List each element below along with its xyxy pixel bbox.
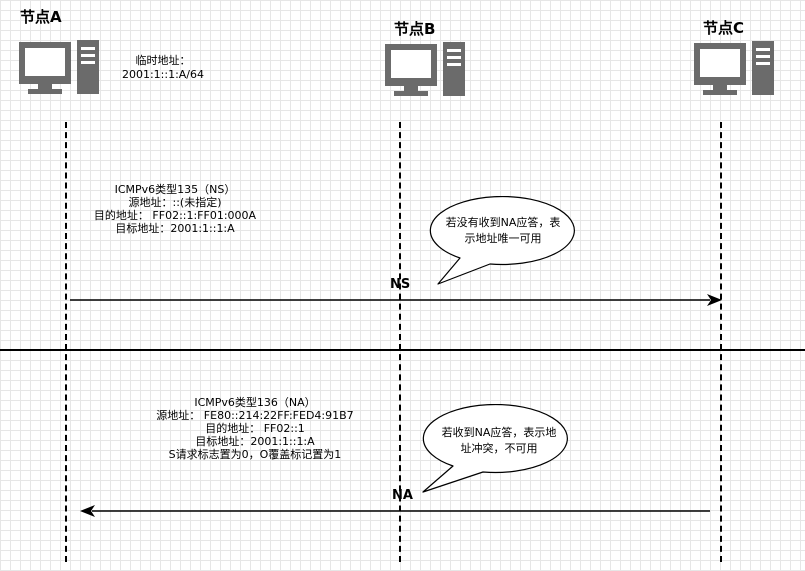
na-target-address: 目标地址：2001:1::1:A — [195, 435, 315, 448]
na-arrow-label: NA — [392, 488, 413, 503]
ns-speech-bubble — [429, 196, 575, 285]
na-speech-bubble — [422, 404, 568, 493]
na-bubble-line-2: 址冲突，不可用 — [460, 442, 538, 455]
na-arrow — [80, 505, 710, 517]
ns-arrow — [70, 294, 722, 306]
na-message-type: ICMPv6类型136（NA） — [194, 396, 316, 409]
temp-address-title: 临时地址： — [135, 54, 191, 67]
ns-message-type: ICMPv6类型135（NS） — [114, 183, 236, 196]
lifeline-node-a — [65, 122, 67, 562]
ns-bubble-line-2: 示地址唯一可用 — [464, 232, 542, 245]
ns-bubble-text: 若没有收到NA应答，表 示地址唯一可用 — [432, 215, 574, 247]
temp-address-value: 2001:1::1:A/64 — [121, 68, 205, 81]
na-flags: S请求标志置为0，O覆盖标记置为1 — [168, 448, 342, 461]
na-bubble-text: 若收到NA应答，表示地 址冲突，不可用 — [428, 425, 570, 457]
ns-arrow-label: NS — [390, 277, 411, 292]
ns-target-address: 目标地址：2001:1::1:A — [115, 222, 235, 235]
node-b-label: 节点B — [394, 20, 436, 38]
lifeline-node-b — [399, 122, 401, 562]
node-c-label: 节点C — [703, 19, 745, 37]
computer-icon — [694, 41, 774, 95]
temp-address-label: 临时地址： 2001:1::1:A/64 — [118, 54, 208, 81]
lifeline-node-c — [720, 122, 722, 562]
ns-source-address: 源地址：::(未指定) — [128, 196, 222, 209]
na-source-address: 源地址： FE80::214:22FF:FED4:91B7 — [156, 409, 354, 422]
node-a-label: 节点A — [20, 8, 62, 26]
na-destination-address: 目的地址： FF02::1 — [205, 422, 305, 435]
computer-icon — [19, 40, 99, 94]
na-bubble-line-1: 若收到NA应答，表示地 — [441, 426, 557, 439]
ns-destination-address: 目的地址： FF02::1:FF01:000A — [93, 209, 257, 222]
computer-icon — [385, 42, 465, 96]
phase-divider — [0, 349, 805, 351]
ns-bubble-line-1: 若没有收到NA应答，表 — [445, 216, 561, 229]
na-message-details: ICMPv6类型136（NA） 源地址： FE80::214:22FF:FED4… — [140, 396, 370, 461]
ns-message-details: ICMPv6类型135（NS） 源地址：::(未指定) 目的地址： FF02::… — [75, 183, 275, 235]
